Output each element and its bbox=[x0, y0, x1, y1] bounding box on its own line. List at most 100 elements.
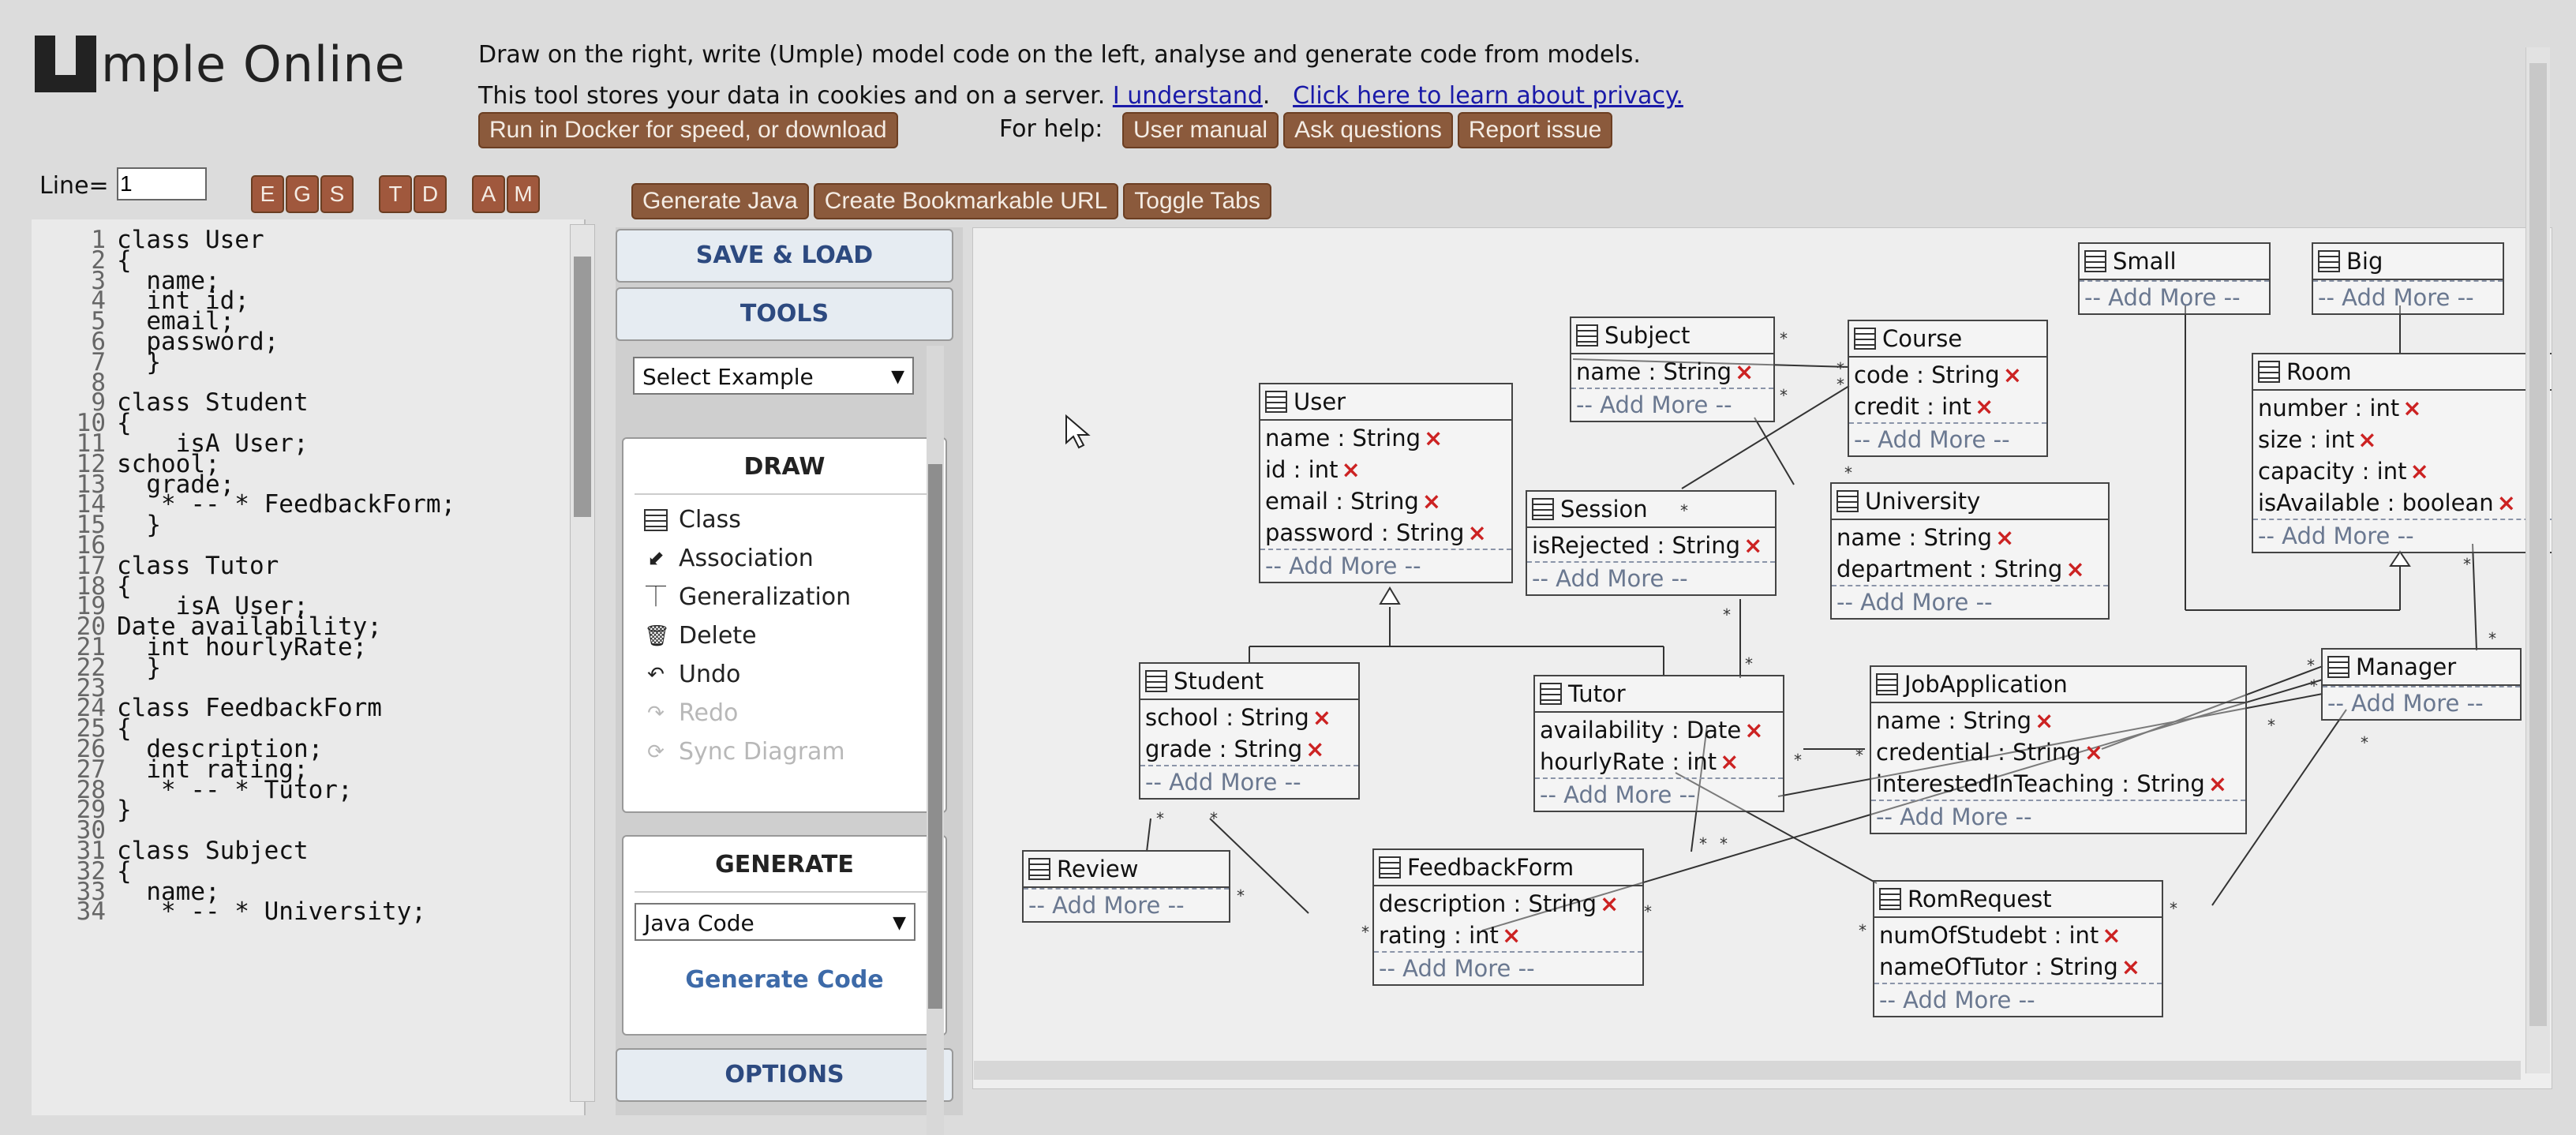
attribute[interactable]: rating : int× bbox=[1379, 920, 1642, 951]
delete-item[interactable]: 🗑Delete bbox=[644, 622, 945, 650]
attribute[interactable]: capacity : int× bbox=[2258, 455, 2552, 487]
a-button[interactable]: A bbox=[472, 175, 505, 213]
delete-attribute-icon[interactable]: × bbox=[1424, 425, 1443, 451]
delete-attribute-icon[interactable]: × bbox=[1501, 922, 1522, 949]
add-more-link[interactable]: -- Add More -- bbox=[1849, 422, 2046, 455]
bookmark-url-button[interactable]: Create Bookmarkable URL bbox=[813, 183, 1119, 219]
palette-scrollbar[interactable] bbox=[927, 346, 944, 1135]
class-small[interactable]: Small -- Add More -- bbox=[2078, 242, 2271, 315]
add-more-link[interactable]: -- Add More -- bbox=[2080, 280, 2269, 313]
editor-scrollbar[interactable] bbox=[570, 224, 595, 1102]
class-tutor[interactable]: Tutor availability : Date× hourlyRate : … bbox=[1533, 675, 1784, 812]
select-example-dropdown[interactable]: Select Example▼ bbox=[633, 357, 914, 395]
delete-attribute-icon[interactable]: × bbox=[1743, 532, 1763, 559]
add-more-link[interactable]: -- Add More -- bbox=[2253, 519, 2552, 552]
attribute[interactable]: password : String× bbox=[1265, 517, 1511, 549]
add-more-link[interactable]: -- Add More -- bbox=[1140, 765, 1358, 798]
user-manual-button[interactable]: User manual bbox=[1122, 112, 1279, 148]
delete-attribute-icon[interactable]: × bbox=[1305, 736, 1325, 762]
attribute[interactable]: numOfStudebt : int× bbox=[1879, 920, 2162, 951]
canvas-horizontal-scrollbar[interactable] bbox=[974, 1061, 2521, 1080]
e-button[interactable]: E bbox=[251, 175, 284, 213]
delete-attribute-icon[interactable]: × bbox=[1312, 704, 1332, 731]
class-review[interactable]: Review -- Add More -- bbox=[1022, 850, 1230, 923]
delete-attribute-icon[interactable]: × bbox=[1974, 393, 1994, 420]
draw-class-item[interactable]: Class bbox=[644, 506, 945, 534]
class-user[interactable]: User name : String× id : int× email : St… bbox=[1259, 383, 1513, 583]
add-more-link[interactable]: -- Add More -- bbox=[1260, 549, 1511, 582]
class-session[interactable]: Session isRejected : String× -- Add More… bbox=[1526, 490, 1777, 596]
g-button[interactable]: G bbox=[286, 175, 319, 213]
draw-generalization-item[interactable]: ⏉Generalization bbox=[644, 583, 945, 611]
add-more-link[interactable]: -- Add More -- bbox=[1871, 800, 2245, 833]
add-more-link[interactable]: -- Add More -- bbox=[1535, 777, 1783, 811]
attribute[interactable]: isAvailable : boolean× bbox=[2258, 487, 2552, 519]
add-more-link[interactable]: -- Add More -- bbox=[2313, 280, 2503, 313]
attribute[interactable]: nameOfTutor : String× bbox=[1879, 951, 2162, 983]
attribute[interactable]: hourlyRate : int× bbox=[1540, 746, 1783, 777]
t-button[interactable]: T bbox=[379, 175, 412, 213]
draw-association-item[interactable]: ⬋Association bbox=[644, 545, 945, 572]
delete-attribute-icon[interactable]: × bbox=[2357, 426, 2377, 453]
delete-attribute-icon[interactable]: × bbox=[2102, 922, 2121, 949]
class-student[interactable]: Student school : String× grade : String×… bbox=[1139, 662, 1360, 800]
class-room[interactable]: Room number : int× size : int× capacity … bbox=[2252, 353, 2552, 553]
m-button[interactable]: M bbox=[507, 175, 540, 213]
delete-attribute-icon[interactable]: × bbox=[2035, 707, 2054, 734]
attribute[interactable]: department : String× bbox=[1837, 553, 2108, 585]
class-big[interactable]: Big -- Add More -- bbox=[2312, 242, 2504, 315]
attribute[interactable]: name : String× bbox=[1876, 705, 2245, 736]
add-more-link[interactable]: -- Add More -- bbox=[1374, 951, 1642, 984]
attribute[interactable]: size : int× bbox=[2258, 424, 2552, 455]
d-button[interactable]: D bbox=[414, 175, 447, 213]
class-manager[interactable]: Manager -- Add More -- bbox=[2321, 648, 2522, 721]
i-understand-link[interactable]: I understand bbox=[1112, 82, 1263, 110]
delete-attribute-icon[interactable]: × bbox=[2065, 556, 2085, 582]
delete-attribute-icon[interactable]: × bbox=[1720, 748, 1739, 775]
code-editor[interactable]: 1 2 3 4 5 6 7 8 9 10 11 12 13 14 15 16 1… bbox=[32, 219, 586, 1115]
page-scroll-thumb[interactable] bbox=[2529, 63, 2547, 1026]
ask-questions-button[interactable]: Ask questions bbox=[1283, 112, 1453, 148]
class-romrequest[interactable]: RomRequest numOfStudebt : int× nameOfTut… bbox=[1873, 880, 2163, 1017]
attribute[interactable]: code : String× bbox=[1854, 359, 2046, 391]
delete-attribute-icon[interactable]: × bbox=[1467, 519, 1487, 546]
delete-attribute-icon[interactable]: × bbox=[2002, 361, 2023, 388]
attribute[interactable]: description : String× bbox=[1379, 888, 1642, 920]
delete-attribute-icon[interactable]: × bbox=[2496, 489, 2516, 516]
docker-button[interactable]: Run in Docker for speed, or download bbox=[478, 112, 898, 148]
add-more-link[interactable]: -- Add More -- bbox=[1874, 983, 2162, 1016]
code-text[interactable]: class User { name; int id; email; passwo… bbox=[117, 226, 456, 927]
attribute[interactable]: school : String× bbox=[1145, 702, 1358, 733]
toggle-tabs-button[interactable]: Toggle Tabs bbox=[1123, 183, 1271, 219]
delete-attribute-icon[interactable]: × bbox=[2409, 458, 2429, 485]
class-subject[interactable]: Subject name : String× -- Add More -- bbox=[1570, 317, 1775, 422]
attribute[interactable]: availability : Date× bbox=[1540, 714, 1783, 746]
add-more-link[interactable]: -- Add More -- bbox=[1024, 888, 1229, 921]
add-more-link[interactable]: -- Add More -- bbox=[1527, 561, 1775, 594]
report-issue-button[interactable]: Report issue bbox=[1457, 112, 1613, 148]
class-course[interactable]: Course code : String× credit : int× -- A… bbox=[1848, 320, 2048, 457]
add-more-link[interactable]: -- Add More -- bbox=[1832, 585, 2108, 618]
attribute[interactable]: isRejected : String× bbox=[1532, 530, 1775, 561]
class-jobapplication[interactable]: JobApplication name : String× credential… bbox=[1870, 665, 2247, 834]
line-number-input[interactable] bbox=[117, 167, 207, 200]
attribute[interactable]: name : String× bbox=[1837, 522, 2108, 553]
delete-attribute-icon[interactable]: × bbox=[1600, 890, 1619, 917]
add-more-link[interactable]: -- Add More -- bbox=[1571, 388, 1773, 421]
delete-attribute-icon[interactable]: × bbox=[2121, 953, 2141, 980]
delete-attribute-icon[interactable]: × bbox=[2084, 739, 2104, 766]
tools-tab[interactable]: TOOLS bbox=[616, 287, 953, 341]
undo-item[interactable]: ↶Undo bbox=[644, 661, 945, 688]
privacy-link[interactable]: Click here to learn about privacy. bbox=[1293, 82, 1683, 110]
s-button[interactable]: S bbox=[320, 175, 354, 213]
attribute[interactable]: credit : int× bbox=[1854, 391, 2046, 422]
diagram-canvas[interactable]: Small -- Add More -- Big -- Add More -- … bbox=[972, 227, 2552, 1089]
save-load-tab[interactable]: SAVE & LOAD bbox=[616, 229, 953, 283]
delete-attribute-icon[interactable]: × bbox=[1744, 717, 1764, 744]
delete-attribute-icon[interactable]: × bbox=[1995, 524, 2015, 551]
delete-attribute-icon[interactable]: × bbox=[1421, 488, 1442, 515]
generate-language-dropdown[interactable]: Java Code▼ bbox=[635, 903, 915, 941]
attribute[interactable]: name : String× bbox=[1265, 422, 1511, 454]
class-university[interactable]: University name : String× department : S… bbox=[1830, 482, 2110, 620]
attribute[interactable]: credential : String× bbox=[1876, 736, 2245, 768]
